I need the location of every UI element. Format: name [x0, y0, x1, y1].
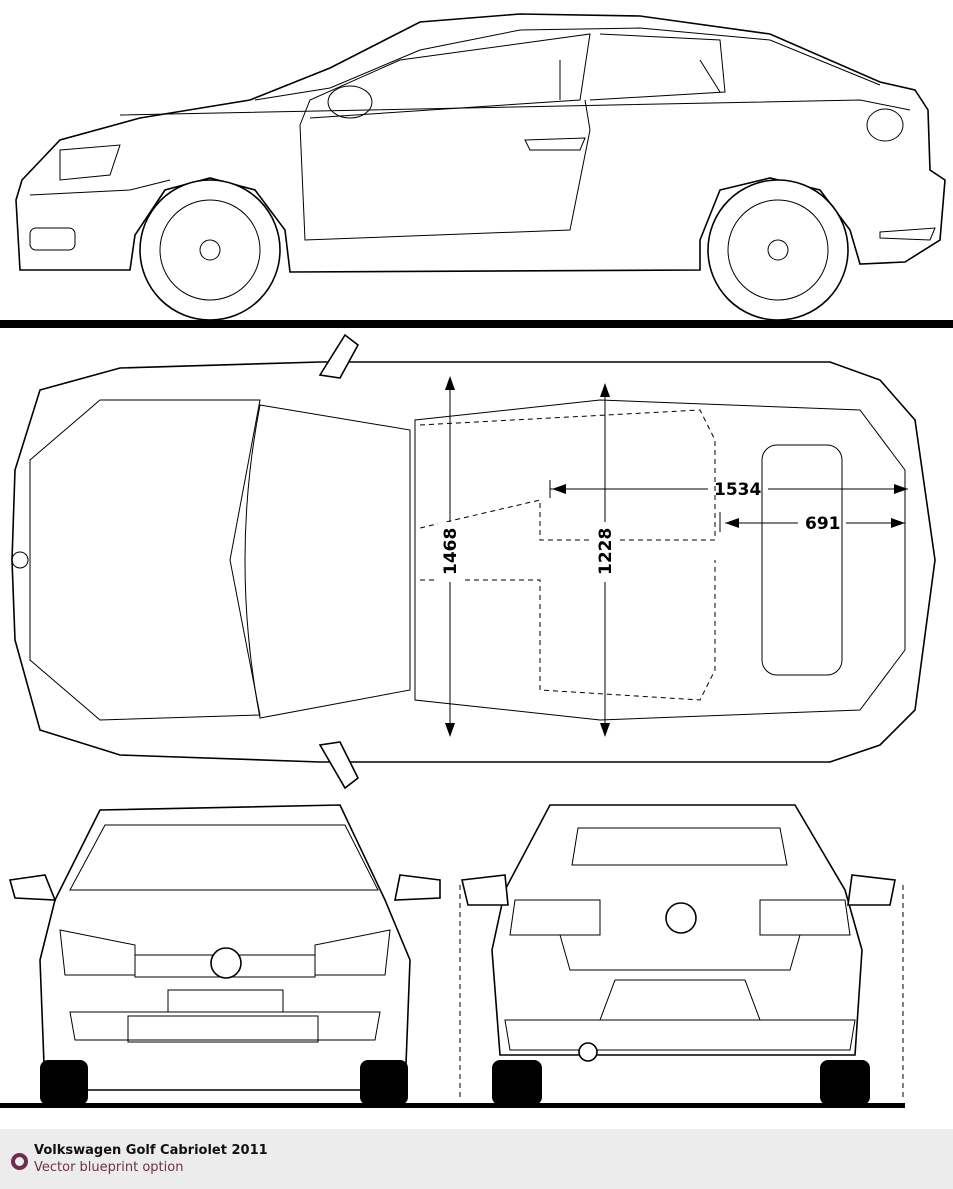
- dimension-trunk-length: 691: [805, 514, 841, 534]
- rear-view: [459, 804, 904, 1105]
- ground-line: [0, 1103, 905, 1108]
- dimension-lines: [445, 376, 908, 737]
- blueprint-title: Volkswagen Golf Cabriolet 2011: [34, 1143, 268, 1158]
- top-view: 1468 1228 1534 691: [11, 333, 936, 790]
- bullet-ring-icon: [11, 1153, 28, 1170]
- dimension-overall-width: 1468: [441, 528, 461, 575]
- dimension-interior-width: 1228: [596, 528, 616, 575]
- dimension-rear-length: 1534: [714, 480, 761, 500]
- side-view: [0, 13, 953, 328]
- footer-bar: Volkswagen Golf Cabriolet 2011 Vector bl…: [0, 1129, 953, 1189]
- front-view: [8, 804, 441, 1105]
- blueprint-subtitle[interactable]: Vector blueprint option: [34, 1160, 184, 1175]
- car-blueprint-drawing: 1468 1228 1534 691: [0, 13, 953, 1108]
